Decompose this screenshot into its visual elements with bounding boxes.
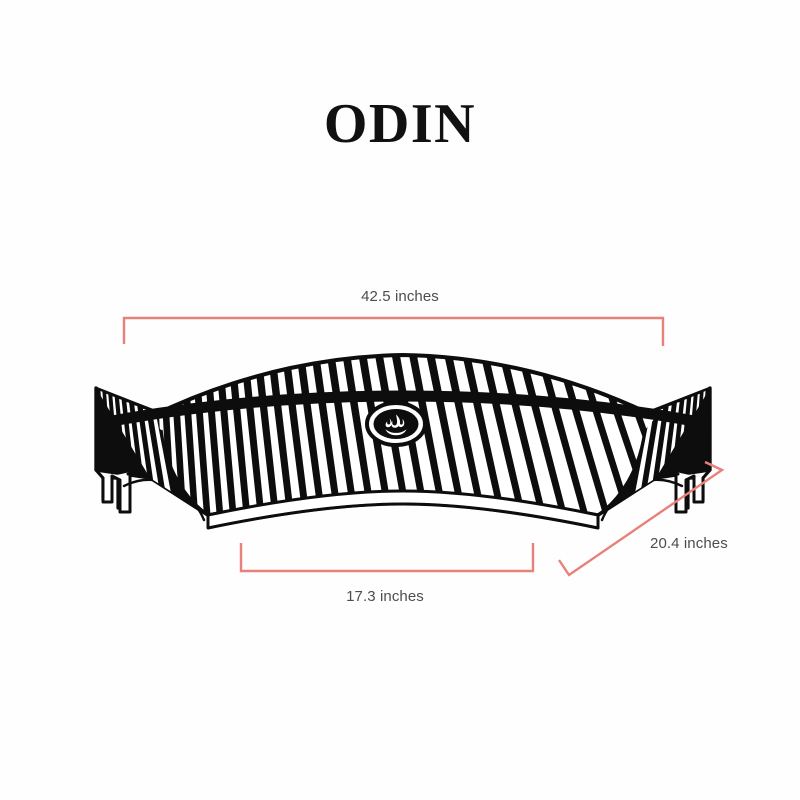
dimension-label-width: 42.5 inches [361, 288, 439, 305]
grate-base-skirt [206, 489, 600, 530]
dimension-label-side: 20.4 inches [650, 535, 728, 552]
dimension-bracket-depth [239, 543, 535, 573]
dimension-bracket-side [558, 460, 725, 577]
center-emblem [365, 401, 427, 447]
product-illustration [94, 352, 712, 530]
dimension-bracket-width [122, 316, 665, 346]
grate-crossbar [94, 390, 712, 430]
dimension-brackets [122, 316, 725, 577]
page-title: ODIN [323, 93, 477, 155]
dimension-label-depth: 17.3 inches [346, 588, 424, 605]
emblem-outer-ring [365, 401, 427, 447]
emblem-inner-oval [373, 409, 419, 439]
grate-face [94, 352, 712, 517]
flame-icon [385, 414, 407, 436]
